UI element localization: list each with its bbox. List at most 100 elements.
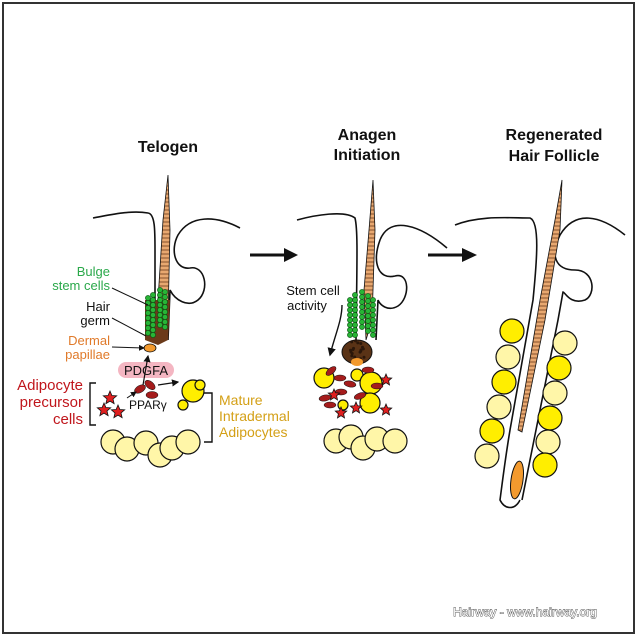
label-bulge-line1: Bulge (77, 264, 110, 279)
stage-arrow-2 (428, 248, 477, 262)
mature-adipocyte (499, 318, 525, 344)
stem-cell (145, 295, 151, 301)
intradermal-adipocytes-regenerated (474, 318, 578, 478)
papilla-leader-line (111, 344, 145, 351)
mature-adipocyte (479, 418, 505, 444)
germ-cell (349, 348, 353, 352)
stem-cell (162, 324, 168, 330)
preadipocyte (354, 392, 366, 400)
precursor-cells-telogen (96, 389, 126, 419)
stem-cell (347, 322, 353, 328)
stem-cell (359, 289, 365, 295)
germ-cell (352, 346, 356, 350)
stem-cell (150, 307, 156, 313)
stage-arrow-1 (250, 248, 298, 262)
germ-cell (354, 339, 358, 343)
stem-cell (365, 328, 371, 334)
stem-cell (157, 317, 163, 323)
germ-cell (353, 355, 357, 359)
stem-cell (162, 314, 168, 320)
stem-cell (352, 332, 358, 338)
precursor-cell (379, 402, 393, 416)
stem-cell (352, 302, 358, 308)
label-mature-line1: Mature (219, 392, 263, 408)
precursor-arrow (126, 391, 137, 399)
preadipocyte (333, 374, 347, 382)
maturation-arrow (157, 379, 180, 387)
maturing-adipocyte (359, 392, 381, 414)
stem-cell (150, 317, 156, 323)
stem-cell (150, 297, 156, 303)
mature-bracket (204, 392, 213, 443)
stem-cell (370, 302, 376, 308)
stem-cell (352, 327, 358, 333)
stem-cell (370, 307, 376, 313)
stem-cell (157, 307, 163, 313)
stem-cell (145, 310, 151, 316)
stem-cell (347, 297, 353, 303)
stem-cell (352, 307, 358, 313)
preadipocytes-telogen (134, 380, 159, 399)
stem-cell (150, 302, 156, 308)
precursor-cell (379, 372, 393, 386)
label-stem-cell-activity-line1: Stem cell (286, 283, 340, 298)
stem-cell (352, 312, 358, 318)
stem-cell (370, 312, 376, 318)
stem-cell (370, 327, 376, 333)
stem-cell (150, 322, 156, 328)
label-hair-germ-line2: germ (80, 313, 110, 328)
label-mature-line3: Adipocytes (219, 424, 287, 440)
stem-cell (359, 309, 365, 315)
hair-germ-activated (341, 339, 373, 366)
mature-adipocyte (474, 443, 500, 469)
stem-cell (162, 309, 168, 315)
adipocyte-mix-anagen (313, 366, 393, 419)
germ-cell (350, 340, 354, 344)
stem-cell-activity-arrow (327, 304, 343, 357)
label-precursor-line2: precursor (20, 394, 83, 411)
maturing-adipocyte-telogen (177, 379, 206, 411)
stem-cell (157, 297, 163, 303)
stem-cell (162, 294, 168, 300)
intradermal-adipocytes-telogen (100, 429, 201, 468)
stem-cell (145, 315, 151, 321)
germ-cell (362, 355, 366, 359)
stem-cell (347, 332, 353, 338)
stem-cell (150, 332, 156, 338)
dermal-papilla-telogen (143, 343, 157, 353)
stem-cell (365, 313, 371, 319)
stem-cell (365, 323, 371, 329)
stem-cell (162, 289, 168, 295)
stem-cell (365, 303, 371, 309)
stem-cell (145, 325, 151, 331)
stem-cell (347, 302, 353, 308)
stem-cell (157, 287, 163, 293)
panel-title-anagen-line1: Anagen (338, 127, 397, 144)
preadipocyte (343, 380, 357, 388)
stem-cell (145, 320, 151, 326)
stem-cell (145, 330, 151, 336)
germ-cell (350, 354, 354, 358)
stem-cell (365, 293, 371, 299)
precursor-cell (102, 389, 118, 405)
preadipocyte (361, 366, 375, 374)
hair-shaft (517, 179, 563, 433)
stem-cell (347, 327, 353, 333)
stem-cell (352, 322, 358, 328)
stem-cell (359, 294, 365, 300)
stem-cell (352, 317, 358, 323)
maturing-adipocyte (337, 399, 349, 411)
watermark: Hairway - www.hairway.org (453, 605, 597, 619)
label-dermal-line2: papillae (65, 347, 110, 362)
germ-cell (358, 350, 362, 354)
precursor-cell (327, 387, 341, 401)
regenerated-follicle (454, 179, 626, 509)
label-precursor-line3: cells (53, 411, 83, 428)
preadipocyte (370, 382, 384, 390)
stem-cell (157, 292, 163, 298)
mature-adipocyte (546, 355, 572, 381)
preadipocyte (325, 366, 337, 376)
mature-adipocyte (535, 429, 561, 455)
mature-adipocyte (537, 405, 563, 431)
